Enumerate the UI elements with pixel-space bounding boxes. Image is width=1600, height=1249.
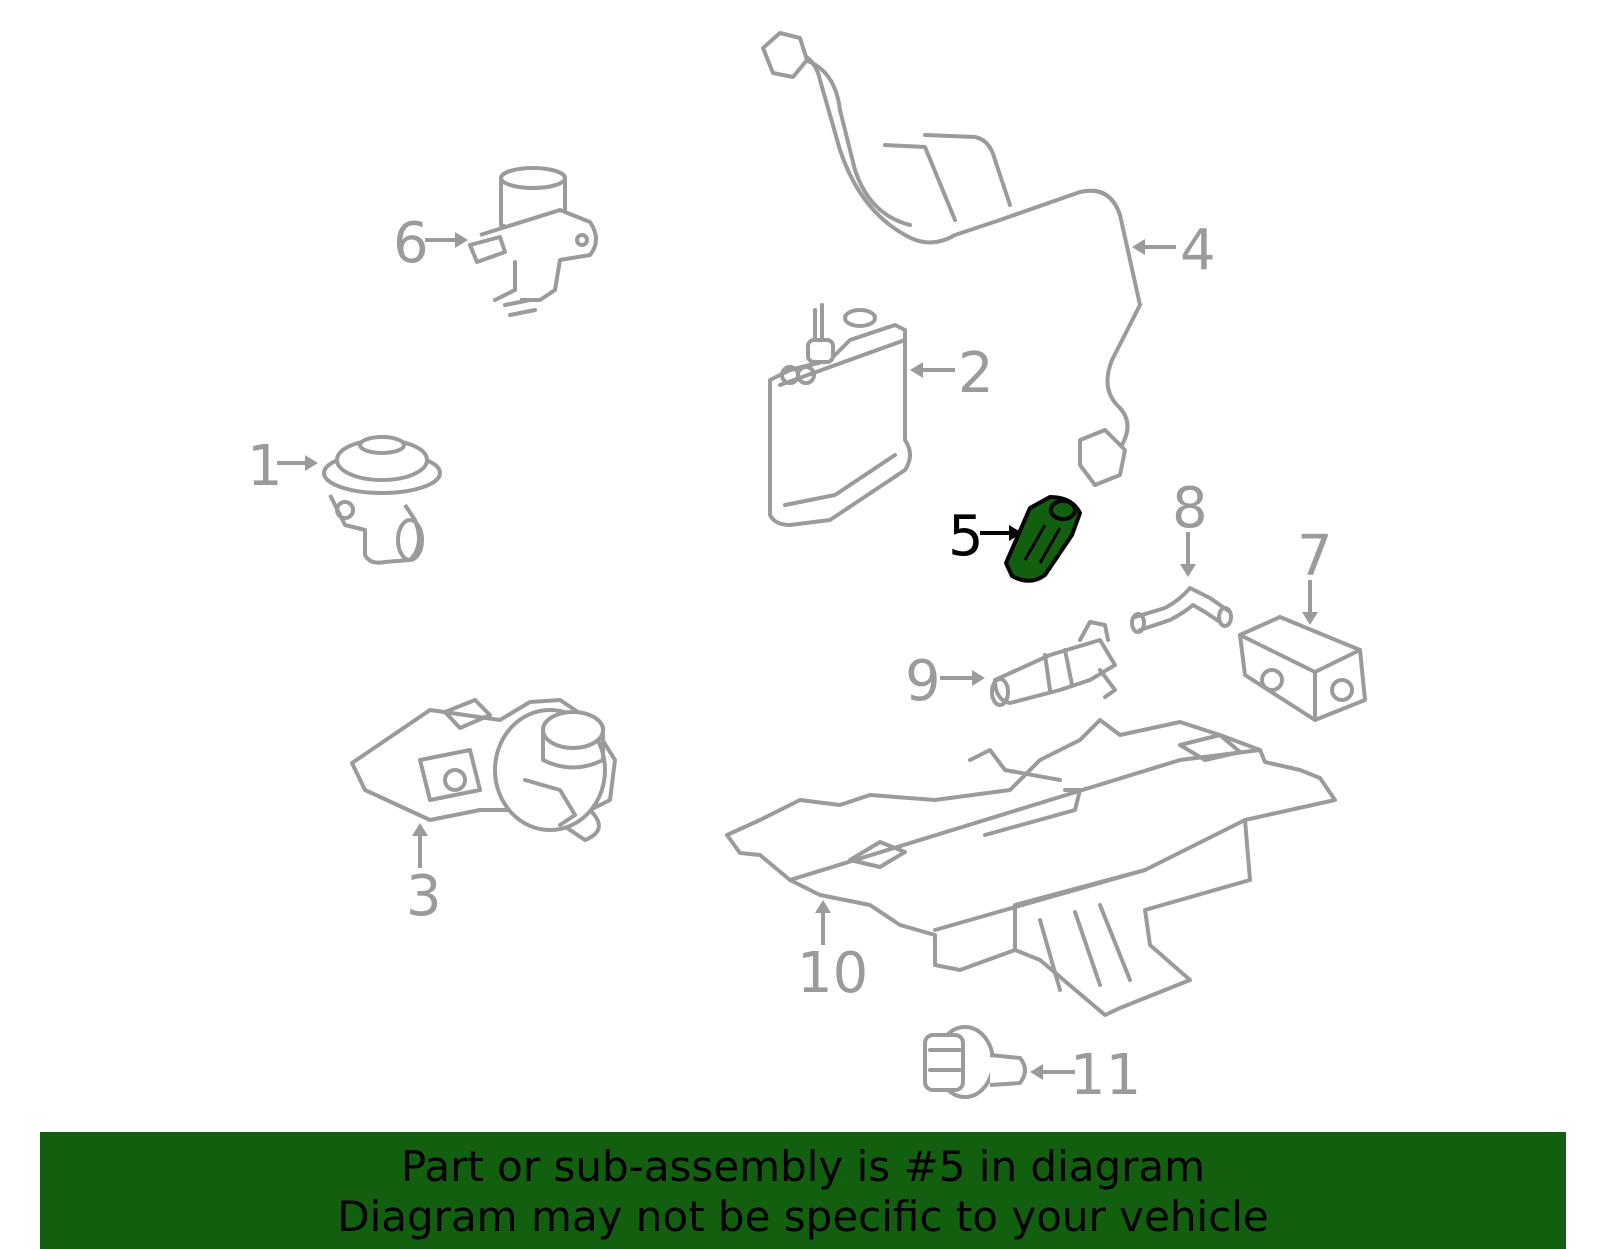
part-2-canister[interactable] xyxy=(768,303,912,527)
callout-arrows xyxy=(277,232,1318,1080)
part-3-bracket[interactable] xyxy=(350,698,617,842)
callout-5: 5 xyxy=(948,504,984,569)
callout-11: 11 xyxy=(1070,1043,1141,1108)
banner-line-disclaimer: Diagram may not be specific to your vehi… xyxy=(337,1192,1269,1241)
part-9-purge-valve[interactable] xyxy=(990,620,1117,707)
parts-diagram: 1 2 3 4 5 6 7 8 9 10 11 xyxy=(247,31,1367,1108)
callout-labels: 1 2 3 4 5 6 7 8 9 10 11 xyxy=(247,211,1333,1108)
part-7-sensor-block[interactable] xyxy=(1238,615,1367,722)
callout-2: 2 xyxy=(958,341,994,406)
callout-4: 4 xyxy=(1180,218,1216,283)
info-banner: Part or sub-assembly is #5 in diagram Di… xyxy=(40,1132,1566,1249)
part-1-egr-valve[interactable] xyxy=(322,435,442,565)
part-10-bracket-tray[interactable] xyxy=(725,718,1337,1017)
part-5-highlighted-valve[interactable] xyxy=(1004,495,1082,583)
part-11-valve[interactable] xyxy=(923,1025,1027,1099)
callout-7: 7 xyxy=(1297,524,1333,589)
callout-3: 3 xyxy=(406,864,442,929)
part-8-hose[interactable] xyxy=(1130,586,1233,634)
banner-line-part: Part or sub-assembly is #5 in diagram xyxy=(400,1142,1206,1191)
callout-9: 9 xyxy=(905,649,941,714)
callout-6: 6 xyxy=(393,211,429,276)
part-6-solenoid[interactable] xyxy=(468,166,598,317)
callout-10: 10 xyxy=(797,941,868,1006)
part-4-vapor-hose[interactable] xyxy=(761,31,1142,487)
callout-1: 1 xyxy=(247,434,283,499)
callout-8: 8 xyxy=(1172,476,1208,541)
